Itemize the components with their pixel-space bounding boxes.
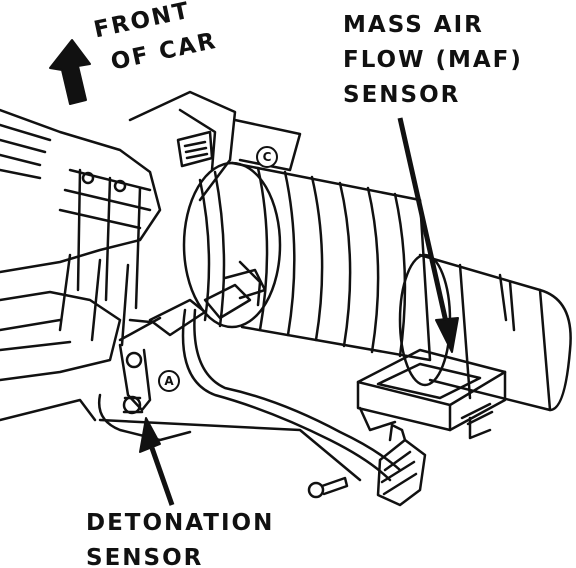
throttle-body — [128, 90, 302, 202]
engine-block — [0, 108, 162, 422]
callout-a: A — [158, 370, 180, 392]
detonation-sensor-label: DETONATION SENSOR — [86, 512, 274, 568]
maf-sensor-label: MASS AIR FLOW (MAF) SENSOR — [343, 14, 523, 107]
maf-connector — [376, 423, 427, 507]
front-arrow-icon — [49, 39, 91, 105]
detonation-label-line-2: SENSOR — [86, 545, 204, 568]
loose-plug — [307, 476, 349, 499]
callout-c: C — [256, 146, 278, 168]
maf-housing — [398, 253, 572, 412]
maf-label-line-2: FLOW (MAF) — [343, 47, 523, 73]
maf-label-line-3: SENSOR — [343, 82, 461, 108]
detonation-leader-arrow — [139, 417, 175, 506]
floor-edge — [98, 418, 362, 482]
maf-label-line-1: MASS AIR — [343, 12, 484, 38]
intake-duct — [182, 161, 432, 362]
maf-sensor-module — [356, 348, 507, 440]
detonation-label-line-1: DETONATION — [86, 510, 275, 536]
maf-leader-arrow — [397, 117, 459, 353]
wiring-harness — [118, 260, 402, 482]
